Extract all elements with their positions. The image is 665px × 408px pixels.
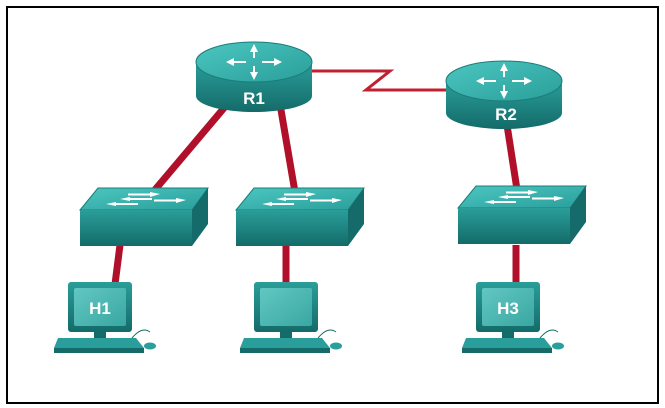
switch-s2[interactable] xyxy=(234,187,365,246)
link-r1-r2-serial xyxy=(312,69,446,92)
mouse-icon xyxy=(539,329,564,350)
router-arrows-icon xyxy=(476,63,532,99)
link-r2-s3 xyxy=(503,121,522,200)
link-r1-s1 xyxy=(144,104,228,202)
host-h1[interactable]: H1 xyxy=(54,282,156,353)
router-r2-label: R2 xyxy=(495,105,517,124)
host-h3-label: H3 xyxy=(497,299,519,318)
router-r1-label: R1 xyxy=(243,89,265,108)
router-r2[interactable]: R2 xyxy=(445,60,563,129)
link-r1-s2 xyxy=(277,106,300,202)
router-arrows-icon xyxy=(226,44,282,80)
switch-arrows-icon xyxy=(484,190,564,204)
host-h1-label: H1 xyxy=(89,299,111,318)
monitor-screen xyxy=(482,288,534,326)
switch-s1[interactable] xyxy=(78,187,209,246)
mouse-icon xyxy=(317,329,342,350)
switch-arrows-icon xyxy=(106,192,186,206)
monitor-screen xyxy=(74,288,126,326)
router-r1[interactable]: R1 xyxy=(195,41,313,112)
switch-s3[interactable] xyxy=(456,185,587,244)
monitor-screen xyxy=(260,288,312,326)
switch-arrows-icon xyxy=(262,192,342,206)
host-h3[interactable]: H3 xyxy=(462,282,564,353)
host-h2[interactable] xyxy=(240,282,342,353)
mouse-icon xyxy=(131,329,156,350)
